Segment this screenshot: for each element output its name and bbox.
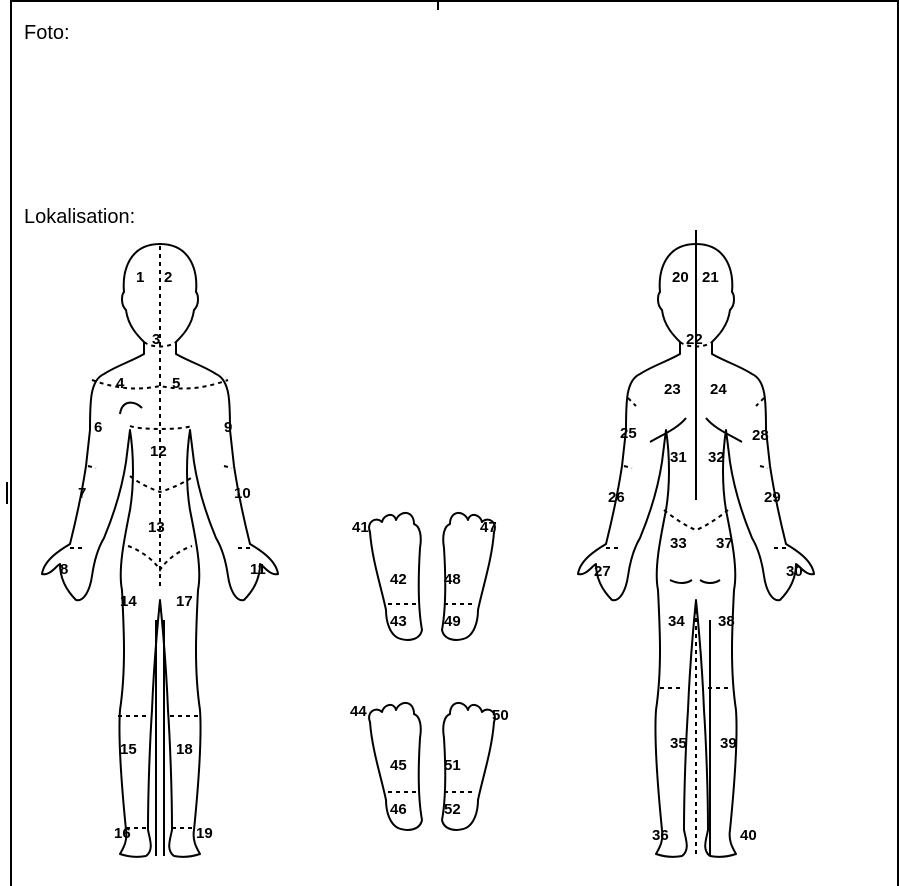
foot-diagrams [369,513,495,830]
region-number: 51 [444,757,461,774]
region-number: 21 [702,269,719,286]
form-column-divider [437,0,439,10]
region-number: 5 [172,375,180,392]
region-number: 16 [114,825,131,842]
region-number: 46 [390,801,407,818]
region-number: 52 [444,801,461,818]
region-number: 40 [740,827,757,844]
region-number: 23 [664,381,681,398]
region-number: 47 [480,519,497,536]
region-number: 4 [116,375,125,392]
region-number: 7 [78,485,86,502]
page-edge-mark [6,482,8,504]
region-number: 31 [670,449,687,466]
region-number: 3 [152,331,160,348]
region-number: 6 [94,419,102,436]
body-map-diagram: 1 2 3 4 5 6 7 8 9 10 11 12 13 14 15 16 1… [30,230,830,860]
region-number: 43 [390,613,407,630]
region-number: 38 [718,613,735,630]
region-number: 36 [652,827,669,844]
region-number: 28 [752,427,769,444]
region-number: 10 [234,485,251,502]
region-number: 45 [390,757,407,774]
region-number: 34 [668,613,685,630]
region-number: 8 [60,561,68,578]
region-number: 42 [390,571,407,588]
back-body-figure [578,230,814,857]
region-number: 37 [716,535,733,552]
form-left-border [10,0,12,886]
region-number: 1 [136,269,144,286]
region-number: 12 [150,443,167,460]
region-number: 15 [120,741,137,758]
region-number: 50 [492,707,509,724]
region-number: 32 [708,449,725,466]
region-number: 25 [620,425,637,442]
lokalisation-label: Lokalisation: [24,206,135,228]
region-number: 49 [444,613,461,630]
foto-label: Foto: [24,22,70,44]
region-number: 22 [686,331,703,348]
region-number: 20 [672,269,689,286]
region-number: 18 [176,741,193,758]
region-number: 24 [710,381,727,398]
region-number: 17 [176,593,193,610]
region-number: 41 [352,519,369,536]
back-region-numbers: 20 21 22 23 24 25 26 27 28 29 30 31 32 3… [594,269,803,844]
region-number: 9 [224,419,232,436]
region-number: 44 [350,703,367,720]
region-number: 30 [786,563,803,580]
region-number: 13 [148,519,165,536]
region-number: 35 [670,735,687,752]
region-number: 48 [444,571,461,588]
front-region-numbers: 1 2 3 4 5 6 7 8 9 10 11 12 13 14 15 16 1… [60,269,266,842]
region-number: 19 [196,825,213,842]
region-number: 29 [764,489,781,506]
region-number: 2 [164,269,172,286]
region-number: 27 [594,563,611,580]
region-number: 14 [120,593,137,610]
region-number: 39 [720,735,737,752]
form-top-border [10,0,899,2]
region-number: 11 [250,561,266,578]
region-number: 26 [608,489,625,506]
region-number: 33 [670,535,687,552]
